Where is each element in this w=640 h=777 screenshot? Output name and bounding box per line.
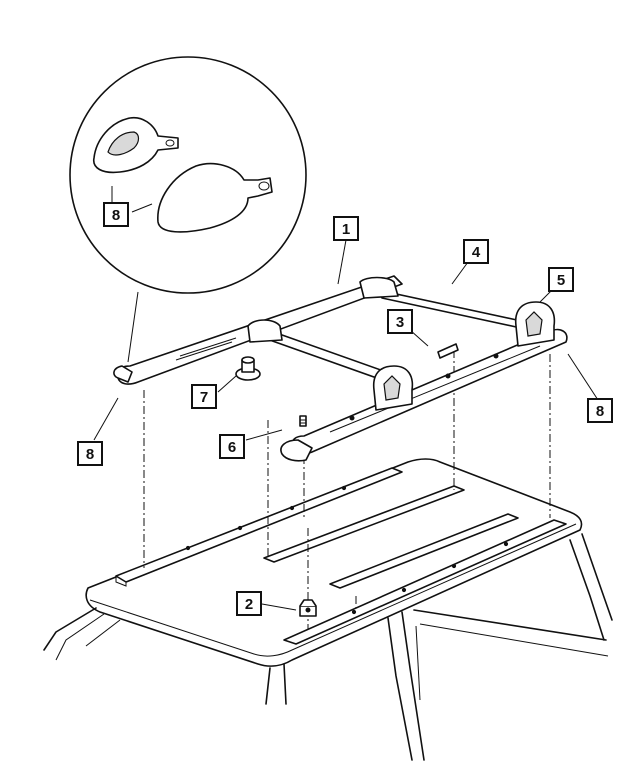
rail-end-cap	[280, 439, 313, 462]
rear-stanchion	[372, 365, 414, 411]
rear-cross-bar	[247, 319, 393, 383]
small-end-cap-detail	[93, 116, 179, 174]
callout-label-6: 6	[228, 439, 236, 456]
callout-7: 7	[191, 384, 217, 409]
large-end-cap-detail	[157, 162, 273, 233]
callout-label-5: 5	[557, 272, 565, 289]
leader-lines	[93, 239, 599, 611]
vehicle-roof	[43, 458, 613, 761]
screw-6	[299, 415, 307, 427]
nut-2	[299, 599, 317, 617]
left-rail-end-cap	[113, 365, 133, 383]
callout-8-left: 8	[77, 441, 103, 466]
callout-5: 5	[548, 267, 574, 292]
callout-label-2: 2	[245, 596, 253, 613]
callout-8-right: 8	[587, 398, 613, 423]
callout-1: 1	[333, 216, 359, 241]
detail-magnifier	[69, 56, 307, 363]
callout-6: 6	[219, 434, 245, 459]
right-side-rail	[291, 328, 568, 455]
callout-label-4: 4	[472, 244, 481, 261]
callout-label-7: 7	[200, 389, 208, 406]
front-cross-bar	[359, 276, 531, 331]
callout-4: 4	[463, 239, 489, 264]
grommet-7	[235, 356, 261, 381]
callout-label-8-right: 8	[596, 403, 604, 420]
roof-rack-assembly	[115, 275, 568, 462]
callout-3: 3	[387, 309, 413, 334]
callout-2: 2	[236, 591, 262, 616]
callout-label-8-left: 8	[86, 446, 94, 463]
callout-8-detail: 8	[103, 202, 129, 227]
callout-label-3: 3	[396, 314, 404, 331]
front-stanchion	[514, 301, 556, 347]
callout-label-1: 1	[342, 221, 350, 238]
roof-slats	[115, 467, 567, 645]
callout-label-8-detail: 8	[112, 207, 120, 224]
